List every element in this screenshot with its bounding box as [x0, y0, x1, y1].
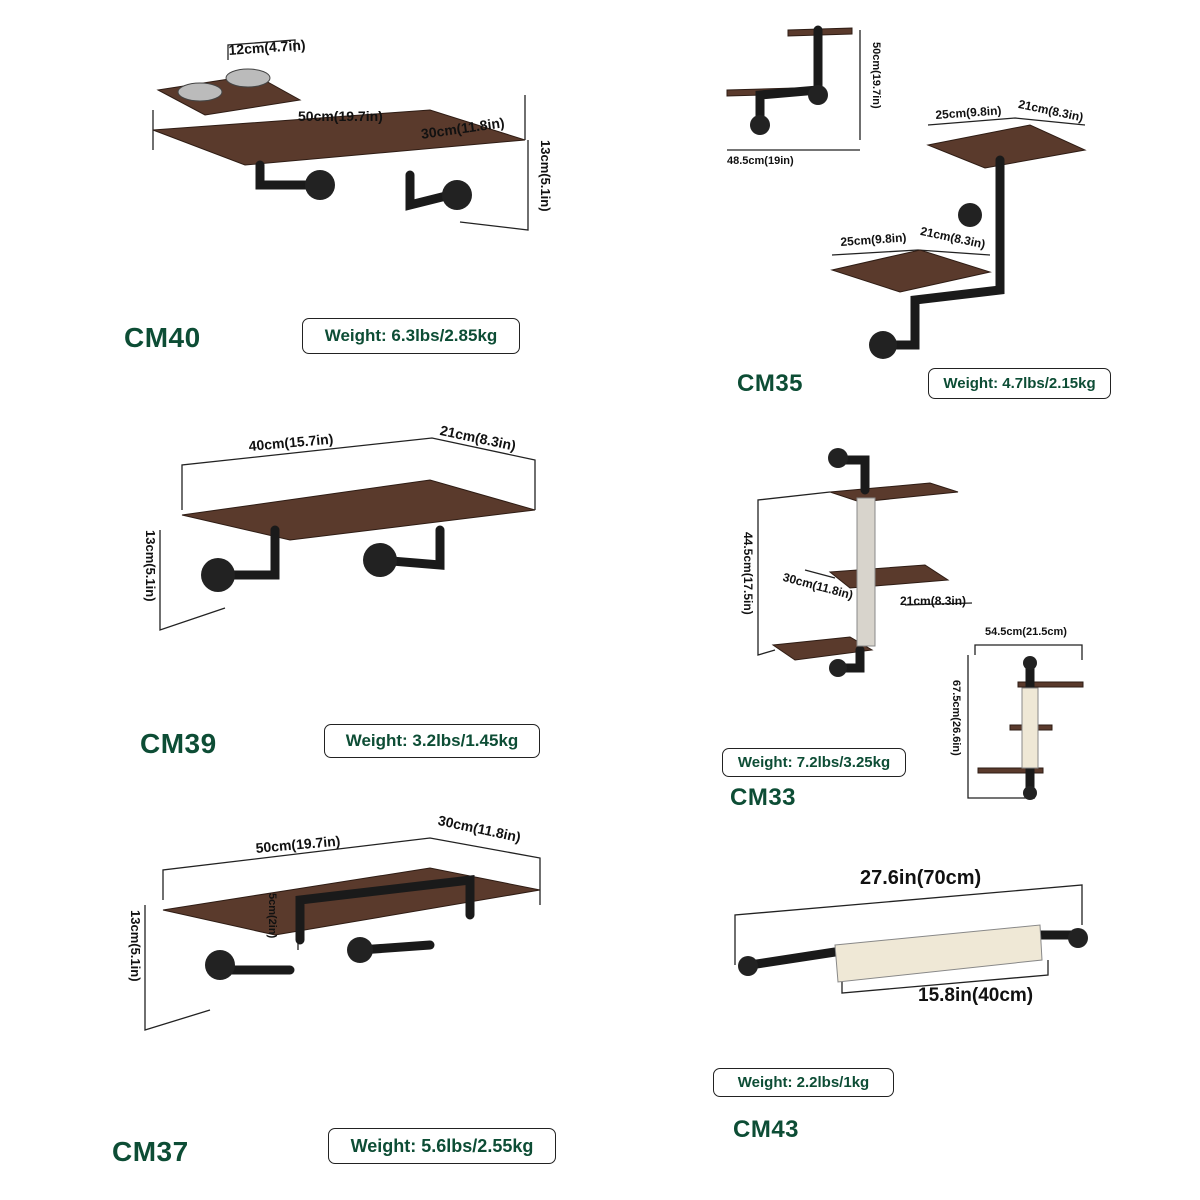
weight-badge: Weight: 3.2lbs/1.45kg	[324, 724, 540, 758]
weight-badge: Weight: 2.2lbs/1kg	[713, 1068, 894, 1097]
flanges	[201, 85, 1088, 980]
dimension-label: 5cm(2in)	[266, 893, 278, 939]
dimension-label: 21cm(8.3in)	[900, 594, 967, 608]
model-label: CM37	[112, 1136, 189, 1167]
weight-badge: Weight: 7.2lbs/3.25kg	[722, 748, 906, 777]
shelves	[152, 27, 1087, 936]
model-label: CM35	[737, 370, 804, 397]
dimension-label: 44.5cm(17.5in)	[741, 532, 755, 615]
dimension-label: 48.5cm(19in)	[727, 155, 794, 167]
weight-badge: Weight: 6.3lbs/2.85kg	[302, 318, 520, 354]
weight-badge: Weight: 5.6lbs/2.55kg	[328, 1128, 556, 1164]
model-label: CM43	[733, 1116, 800, 1143]
dimension-label: 50cm(19.7in)	[870, 42, 882, 109]
model-label: CM40	[124, 322, 201, 353]
dimension-label: 13cm(5.1in)	[538, 140, 553, 212]
dimension-label: 50cm(19.7in)	[298, 108, 383, 124]
dimension-label: 13cm(5.1in)	[128, 910, 143, 982]
model-label: CM39	[140, 728, 217, 759]
weight-badge: Weight: 4.7lbs/2.15kg	[928, 368, 1111, 399]
rope-posts	[834, 497, 1043, 983]
dimension-label: 15.8in(40cm)	[918, 985, 1034, 1006]
dimension-label: 13cm(5.1in)	[143, 530, 158, 602]
dimension-label: 67.5cm(26.6in)	[950, 680, 962, 756]
dimension-label: 27.6in(70cm)	[860, 867, 982, 889]
dimension-label: 54.5cm(21.5cm)	[985, 626, 1067, 638]
bowls	[177, 68, 271, 102]
model-label: CM33	[730, 784, 797, 811]
